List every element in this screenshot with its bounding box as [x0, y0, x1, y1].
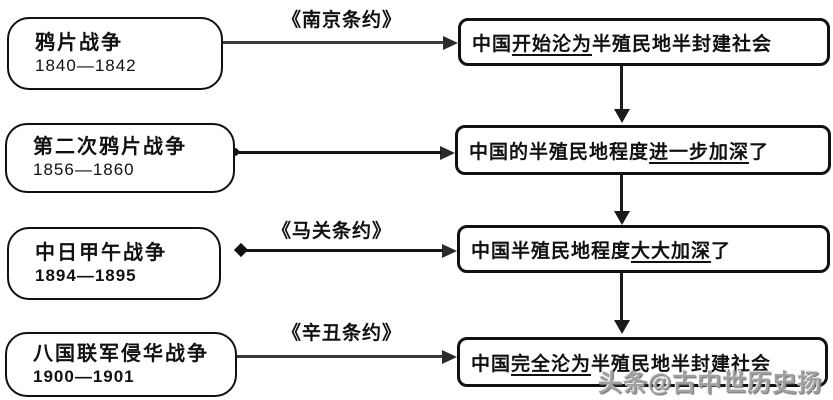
result-pre: 中国 [472, 33, 513, 55]
treaty-label-nanjing: 《南京条约》 [281, 10, 402, 31]
war-years: 1894—1895 [35, 265, 137, 285]
result-post: 了 [749, 141, 770, 163]
result-emphasis: 完全沦为 [511, 353, 592, 375]
arrow-right-icon [442, 349, 457, 364]
result-emphasis: 大大加深 [631, 240, 712, 262]
arrow-down-icon [613, 109, 630, 123]
arrow-line [223, 41, 444, 44]
result-emphasis: 开始沦为 [512, 33, 593, 55]
result-text: 中国开始沦为半殖民地半封建社会 [472, 29, 772, 56]
result-post: 半殖民地半封建社会 [591, 353, 772, 375]
result-box-fully-semi-colonial: 中国完全沦为半殖民地半封建社会 [457, 337, 828, 387]
war-title: 中日甲午战争 [35, 241, 167, 264]
arrow-line [620, 175, 623, 212]
result-box-further-deepened: 中国的半殖民地程度进一步加深了 [455, 125, 831, 175]
arrow-line [236, 151, 441, 154]
arrow-line [620, 66, 623, 110]
war-years: 1840—1842 [35, 55, 137, 75]
war-box-eight-nation-alliance: 八国联军侵华战争 1900—1901 [5, 332, 237, 397]
arrow-line [237, 355, 443, 358]
arrow-right-icon [442, 243, 457, 258]
result-pre: 中国半殖民地程度 [471, 240, 632, 262]
result-text: 中国半殖民地程度大大加深了 [471, 236, 731, 263]
result-pre: 中国的半殖民地程度 [469, 141, 650, 163]
result-post: 半殖民地半封建社会 [592, 33, 773, 55]
result-box-greatly-deepened: 中国半殖民地程度大大加深了 [457, 225, 830, 273]
treaty-label-boxer-protocol: 《辛丑条约》 [281, 323, 402, 344]
treaty-label-shimonoseki: 《马关条约》 [271, 221, 392, 242]
result-box-begin-semi-colonial: 中国开始沦为半殖民地半封建社会 [458, 18, 830, 66]
result-post: 了 [711, 240, 732, 262]
arrow-line [246, 249, 443, 252]
arrow-right-icon [440, 145, 455, 160]
arrow-line [620, 273, 623, 321]
war-years: 1856—1860 [33, 160, 135, 180]
war-title: 第二次鸦片战争 [33, 136, 187, 159]
war-box-sino-japanese-war: 中日甲午战争 1894—1895 [7, 227, 221, 300]
arrow-right-icon [443, 35, 458, 50]
war-title: 鸦片战争 [35, 31, 123, 54]
arrow-down-icon [613, 320, 630, 334]
war-years: 1900—1901 [33, 366, 135, 386]
result-text: 中国的半殖民地程度进一步加深了 [469, 137, 769, 164]
watermark: 头条@古中世历史扬 [598, 370, 823, 397]
arrow-down-icon [613, 211, 630, 225]
result-text: 中国完全沦为半殖民地半封建社会 [471, 349, 771, 376]
war-box-opium-war: 鸦片战争 1840—1842 [7, 17, 223, 90]
war-title: 八国联军侵华战争 [33, 342, 209, 365]
war-box-second-opium-war: 第二次鸦片战争 1856—1860 [5, 123, 235, 193]
result-pre: 中国 [471, 353, 512, 375]
result-emphasis: 进一步加深 [649, 141, 750, 163]
